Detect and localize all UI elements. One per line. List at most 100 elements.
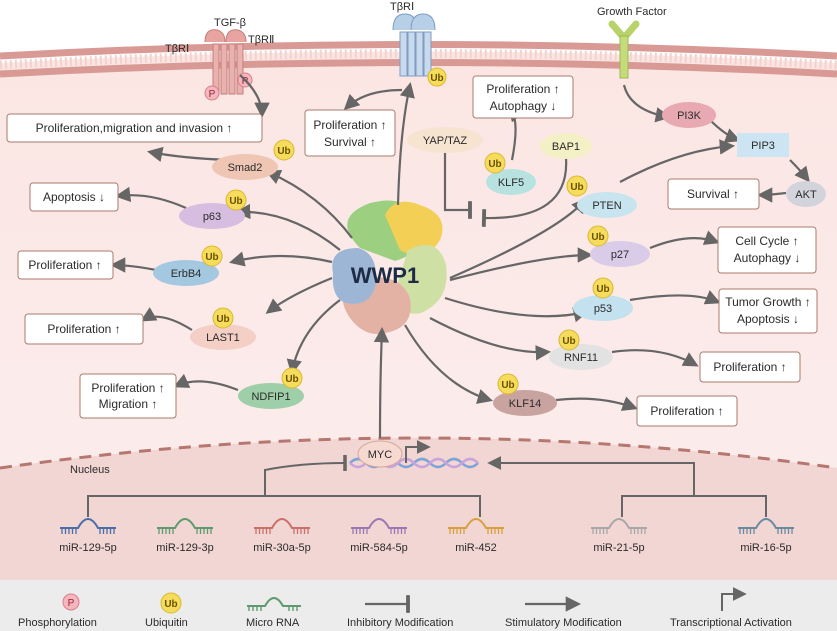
svg-text:Apoptosis ↓: Apoptosis ↓ — [737, 312, 799, 326]
transcriptional-icon — [721, 587, 747, 611]
nucleus-label: Nucleus — [70, 464, 110, 476]
mirna-mir-16-5p: miR-16-5p — [738, 518, 794, 554]
svg-text:Survival ↑: Survival ↑ — [687, 187, 739, 201]
microrna-icon — [247, 597, 301, 607]
mirna-label: miR-129-5p — [59, 542, 116, 554]
svg-text:AKT: AKT — [795, 189, 817, 201]
svg-text:Ub: Ub — [591, 232, 604, 243]
outcome-tbr1: Proliferation ↑ Survival ↑ — [304, 109, 396, 157]
svg-text:p63: p63 — [203, 211, 221, 223]
svg-text:P: P — [68, 598, 75, 609]
outcome-klf14: Proliferation ↑ — [636, 395, 738, 427]
legend-ubiquitin: Ub Ubiquitin — [145, 592, 188, 629]
svg-text:Proliferation ↑: Proliferation ↑ — [28, 258, 101, 272]
mirna-label: miR-584-5p — [350, 542, 407, 554]
outcome-apoptosis: Apoptosis ↓ — [29, 182, 119, 212]
tgfb-receptor-complex: P P — [204, 29, 253, 101]
ubiquitin-icon — [160, 592, 182, 614]
svg-text:Tumor Growth ↑: Tumor Growth ↑ — [725, 295, 811, 309]
outcome-klf5: Proliferation ↑ Autophagy ↓ — [472, 75, 574, 119]
tbr1-receptor — [392, 13, 436, 77]
mirna-mir-21-5p: miR-21-5p — [591, 518, 647, 554]
svg-text:Ub: Ub — [562, 336, 575, 347]
mirna-mir-452: miR-452 — [448, 518, 504, 554]
svg-text:Ubiquitin: Ubiquitin — [145, 617, 188, 629]
node-smad2: Smad2 Ub — [212, 139, 295, 180]
svg-text:Proliferation ↑: Proliferation ↑ — [313, 118, 386, 132]
mirna-label: miR-16-5p — [740, 542, 791, 554]
node-pi3k: PI3K — [662, 102, 716, 128]
node-pip3: PIP3 — [737, 133, 789, 157]
tbr1-top-label: TβRⅠ — [390, 1, 414, 13]
svg-text:Ub: Ub — [205, 252, 218, 263]
svg-text:Proliferation ↑: Proliferation ↑ — [486, 82, 559, 96]
mirna-mir-129-3p: miR-129-3p — [156, 518, 214, 554]
svg-text:PIP3: PIP3 — [751, 140, 775, 152]
svg-text:Ub: Ub — [501, 380, 514, 391]
mirna-label: miR-30a-5p — [253, 542, 310, 554]
node-akt: AKT — [786, 181, 826, 207]
outcome-prolif-last1: Proliferation ↑ — [24, 313, 144, 345]
mirna-row: miR-129-5p miR-129-3p miR-30a-5p miR-584-5p… — [59, 518, 794, 554]
mirna-mir-30a-5p: miR-30a-5p — [253, 518, 311, 554]
svg-text:PI3K: PI3K — [677, 110, 702, 122]
nucleus-lines — [87, 440, 767, 517]
phosphate-icon — [62, 593, 80, 611]
node-rnf11: RNF11 Ub — [549, 329, 613, 370]
svg-text:Proliferation ↑: Proliferation ↑ — [47, 322, 120, 336]
phosphate-icon — [204, 85, 220, 101]
svg-text:Autophagy ↓: Autophagy ↓ — [734, 251, 801, 265]
node-p27: p27 Ub — [587, 225, 650, 267]
svg-text:Ub: Ub — [277, 146, 290, 157]
growth-factor-receptor — [608, 20, 640, 79]
svg-text:Ub: Ub — [216, 314, 229, 325]
svg-text:P: P — [209, 89, 216, 100]
node-pten: PTEN Ub — [566, 175, 637, 218]
svg-text:MYC: MYC — [368, 449, 393, 461]
wwp1-complex — [332, 200, 447, 334]
node-klf5: KLF5 Ub — [484, 152, 536, 195]
nucleus-region — [0, 438, 837, 580]
svg-text:Ub: Ub — [229, 196, 242, 207]
svg-text:Proliferation ↑: Proliferation ↑ — [91, 381, 164, 395]
tbr1-left-label: TβRⅠ — [165, 43, 189, 55]
legend-stimulatory: Stimulatory Modification — [505, 596, 622, 629]
mirna-mir-584-5p: miR-584-5p — [350, 518, 408, 554]
svg-text:Smad2: Smad2 — [228, 162, 263, 174]
node-p63: p63 Ub — [179, 189, 247, 229]
svg-text:Autophagy ↓: Autophagy ↓ — [490, 99, 557, 113]
nuclear-envelope — [0, 436, 837, 470]
node-myc: MYC — [357, 440, 403, 468]
growth-factor-label: Growth Factor — [597, 6, 667, 18]
ubiquitin-icon — [427, 67, 447, 87]
svg-text:Transcriptional Activation: Transcriptional Activation — [670, 617, 792, 629]
svg-text:p27: p27 — [611, 249, 629, 261]
node-erbb4: ErbB4 Ub — [153, 245, 223, 286]
svg-text:Stimulatory Modification: Stimulatory Modification — [505, 617, 622, 629]
mirna-label: miR-129-3p — [156, 542, 213, 554]
svg-text:LAST1: LAST1 — [206, 332, 240, 344]
svg-text:YAP/TAZ: YAP/TAZ — [423, 135, 467, 147]
outcome-survival: Survival ↑ — [667, 178, 760, 210]
outcome-p53: Tumor Growth ↑ Apoptosis ↓ — [718, 288, 818, 334]
tbr2-label: TβRⅡ — [248, 34, 274, 46]
node-yap-taz: YAP/TAZ — [407, 127, 483, 153]
svg-text:NDFIP1: NDFIP1 — [251, 391, 290, 403]
svg-text:Ub: Ub — [430, 73, 443, 84]
svg-text:RNF11: RNF11 — [564, 352, 598, 364]
tgfb-label: TGF-β — [214, 17, 246, 29]
svg-text:KLF5: KLF5 — [498, 177, 524, 189]
svg-text:Ub: Ub — [570, 182, 583, 193]
svg-text:Apoptosis ↓: Apoptosis ↓ — [43, 190, 105, 204]
svg-text:Ub: Ub — [596, 284, 609, 295]
svg-text:Ub: Ub — [285, 374, 298, 385]
legend-inhibitory: Inhibitory Modification — [347, 595, 453, 629]
svg-text:Migration ↑: Migration ↑ — [99, 397, 158, 411]
svg-text:Proliferation ↑: Proliferation ↑ — [713, 360, 786, 374]
outcome-boxes: Proliferation,migration and invasion ↑ A… — [6, 75, 818, 427]
legend-phosphorylation: P Phosphorylation — [18, 593, 97, 629]
node-p53: p53 Ub — [573, 277, 633, 321]
modification-arrows — [109, 74, 810, 439]
svg-text:BAP1: BAP1 — [552, 141, 580, 153]
